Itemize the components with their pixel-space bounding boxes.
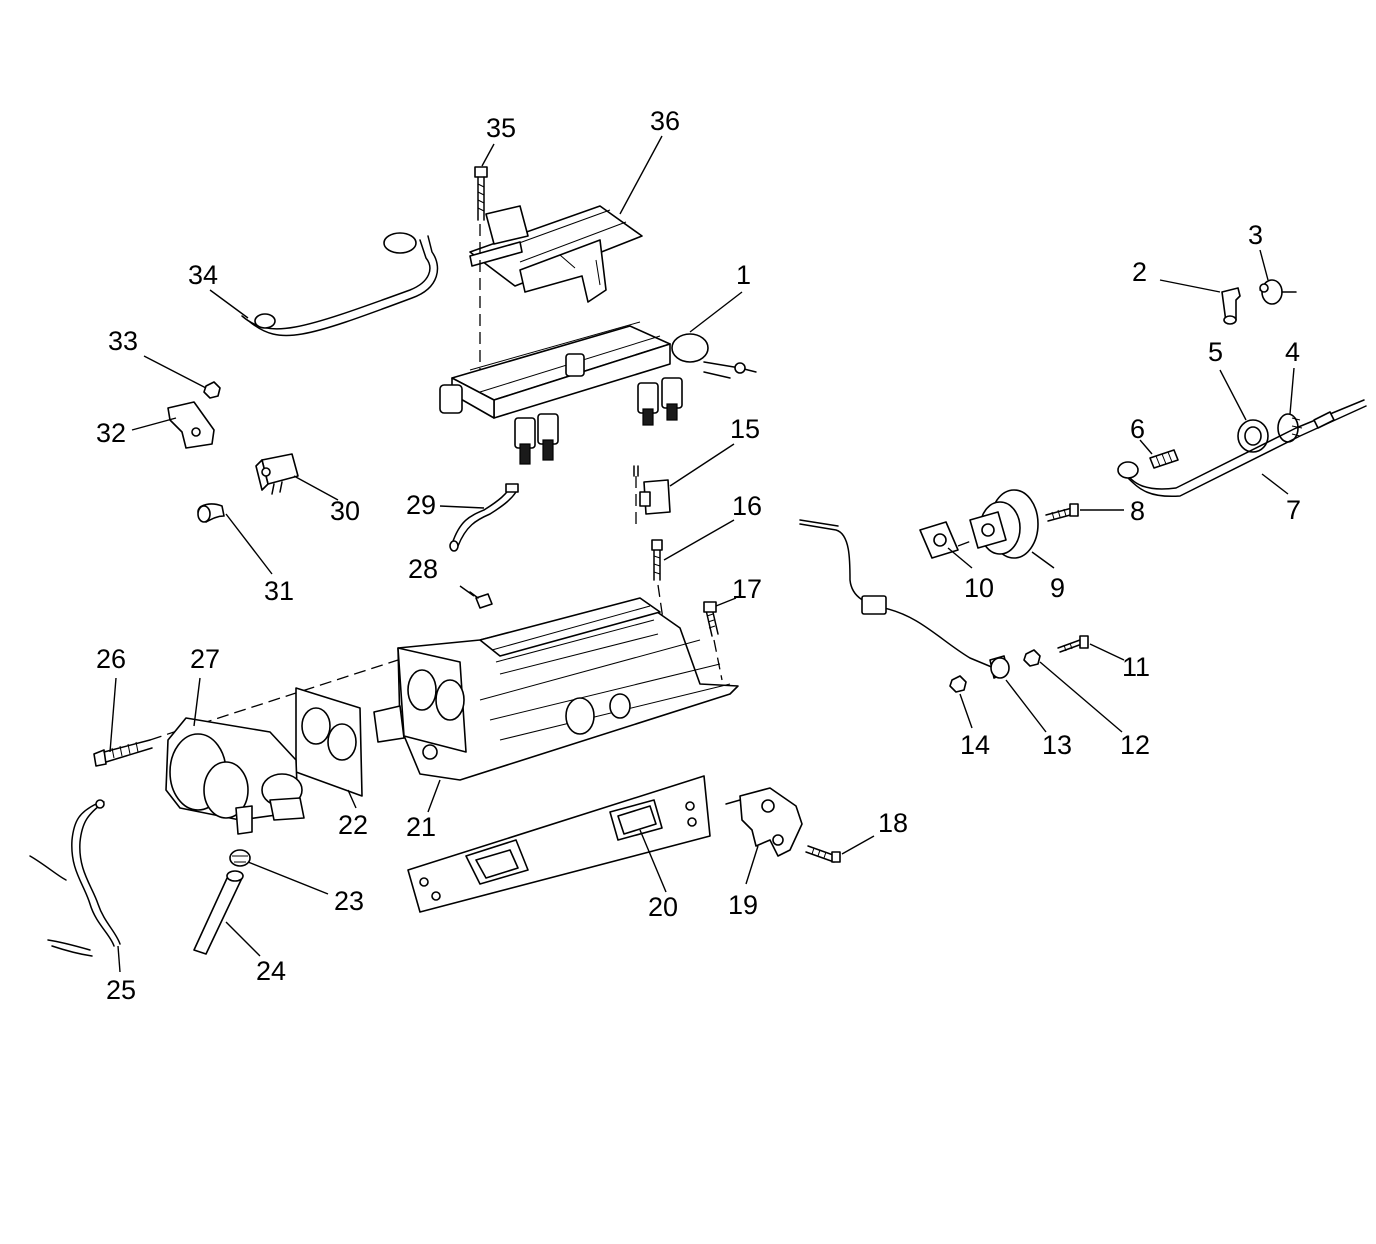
callout-31: 31	[264, 576, 294, 606]
part-36-bracket	[469, 205, 643, 303]
leader-lines	[109, 135, 1295, 973]
part-26-bolt	[93, 739, 153, 767]
part-10-gasket	[919, 521, 975, 559]
callout-27: 27	[190, 644, 220, 674]
part-35-bolt	[474, 166, 488, 370]
callout-34: 34	[188, 260, 218, 290]
part-29-wire	[449, 483, 519, 552]
part-5-grommet	[1237, 419, 1269, 453]
part-11-bolt	[1057, 635, 1089, 653]
callout-30: 30	[330, 496, 360, 526]
part-6-fitting	[1149, 449, 1179, 469]
part-21-intake-manifold	[149, 597, 739, 781]
callout-13: 13	[1042, 730, 1072, 760]
part-33-nut	[203, 381, 221, 399]
part-8-bolt	[1045, 503, 1079, 522]
callout-23: 23	[334, 886, 364, 916]
callout-35: 35	[486, 113, 516, 143]
part-34-hose	[241, 232, 439, 337]
callout-29: 29	[406, 490, 436, 520]
callout-8: 8	[1130, 496, 1145, 526]
callout-25: 25	[106, 975, 136, 1005]
callout-6: 6	[1130, 414, 1145, 444]
callout-26: 26	[96, 644, 126, 674]
part-32-bracket	[167, 401, 215, 449]
callout-17: 17	[732, 574, 762, 604]
part-14-nut	[949, 675, 967, 693]
callout-5: 5	[1208, 337, 1223, 367]
part-30-solenoid	[255, 453, 299, 495]
callout-10: 10	[964, 573, 994, 603]
part-24-hose	[193, 870, 244, 955]
part-22-throttle-gasket	[295, 687, 363, 797]
part-28-bolt	[469, 591, 493, 609]
callout-24: 24	[256, 956, 286, 986]
part-2-elbow	[1221, 287, 1241, 325]
callout-20: 20	[648, 892, 678, 922]
part-3-valve	[1259, 279, 1297, 305]
part-17-stud	[703, 601, 723, 681]
part-13-sensor-harness	[799, 519, 1010, 679]
part-1-fuel-rail	[439, 321, 757, 465]
callout-19: 19	[728, 890, 758, 920]
callout-32: 32	[96, 418, 126, 448]
callout-2: 2	[1132, 257, 1147, 287]
part-25-harness	[29, 799, 121, 957]
callout-12: 12	[1120, 730, 1150, 760]
part-19-bracket	[725, 787, 803, 857]
part-7-vacuum-line	[1117, 399, 1367, 498]
callout-11: 11	[1122, 652, 1150, 682]
callout-22: 22	[338, 810, 368, 840]
callout-21: 21	[406, 812, 436, 842]
callout-1: 1	[736, 260, 751, 290]
callout-14: 14	[960, 730, 990, 760]
callout-16: 16	[732, 491, 762, 521]
part-31-hose	[197, 503, 225, 523]
part-20-manifold-gasket	[407, 775, 711, 913]
callout-18: 18	[878, 808, 908, 838]
callout-labels: 1 2 3 4 5 6 7 8 9 10 11 12 13 14 15 16 1…	[96, 106, 1301, 1005]
callout-33: 33	[108, 326, 138, 356]
part-27-throttle-body	[165, 717, 305, 835]
part-4-fitting	[1277, 413, 1303, 443]
callout-3: 3	[1248, 220, 1263, 250]
part-18-bolt	[805, 845, 841, 863]
callout-7: 7	[1286, 495, 1301, 525]
callout-36: 36	[650, 106, 680, 136]
callout-9: 9	[1050, 573, 1065, 603]
part-15-sensor	[633, 465, 671, 530]
callout-4: 4	[1285, 337, 1300, 367]
part-23-clamp	[229, 849, 251, 867]
part-9-egr-valve	[969, 489, 1039, 559]
callout-28: 28	[408, 554, 438, 584]
callout-15: 15	[730, 414, 760, 444]
part-12-nut	[1023, 649, 1041, 667]
